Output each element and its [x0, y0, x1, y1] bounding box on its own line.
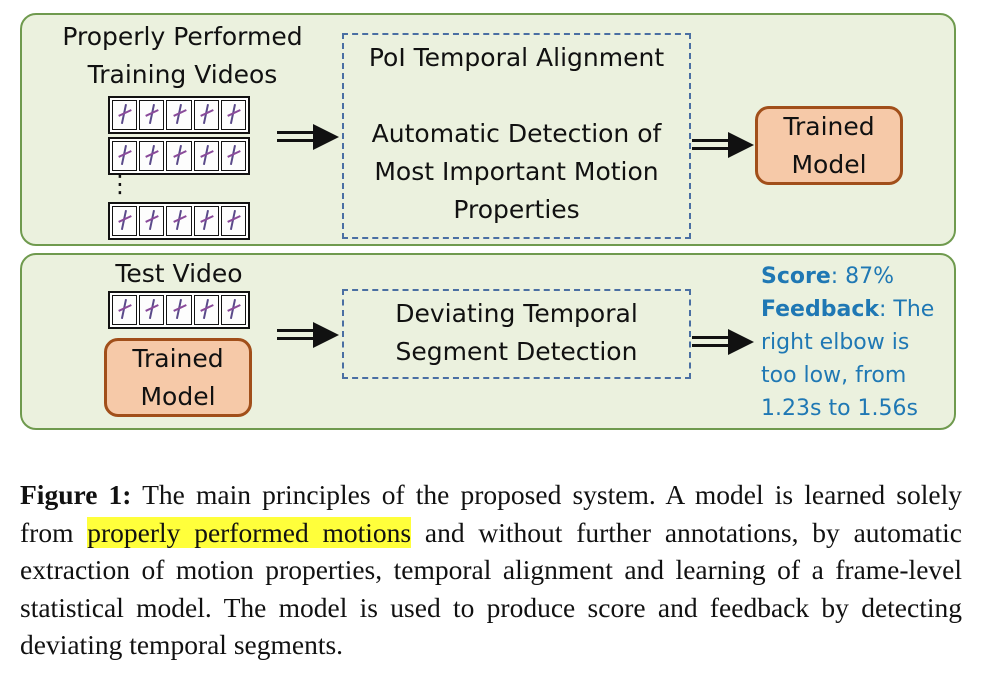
feedback-line2: right elbow is — [761, 330, 910, 355]
deviation-line1: Deviating Temporal — [395, 299, 638, 328]
arrow-right-icon — [277, 322, 339, 348]
score-label: Score — [761, 264, 831, 289]
score-value: : 87% — [830, 264, 895, 289]
detection-line1: Automatic Detection of — [371, 119, 662, 148]
detection-line2: Most Important Motion — [374, 157, 659, 186]
caption-label: Figure 1: — [20, 479, 132, 510]
arrow-right-icon — [277, 124, 339, 150]
caption-text-after: and without further annotations, by auto… — [20, 516, 962, 661]
video-strip — [108, 137, 250, 175]
alignment-process-box — [342, 33, 691, 239]
model-label-line1: Trained — [783, 111, 875, 141]
training-label-line2: Training Videos — [87, 60, 278, 89]
figure-caption: Figure 1: The main principles of the pro… — [20, 476, 962, 664]
caption-text-before: The main principles of the proposed syst… — [20, 479, 962, 548]
deviation-detection-box — [342, 289, 691, 379]
model-label-line2: Model — [791, 149, 867, 179]
model-label-line1: Trained — [132, 343, 224, 373]
trained-model-box: Trained Model — [755, 106, 903, 185]
test-video-label: Test Video — [115, 259, 243, 288]
arrow-right-icon — [692, 329, 754, 355]
alignment-title: PoI Temporal Alignment — [368, 43, 665, 72]
score-feedback-output: Score: 87% Feedback: The right elbow is … — [761, 260, 951, 425]
training-label-line1: Properly Performed — [62, 22, 303, 51]
video-strip — [108, 96, 250, 134]
feedback-line3: too low, from — [761, 363, 907, 388]
deviation-detection-text: Deviating Temporal Segment Detection — [342, 295, 691, 371]
video-strip — [108, 202, 250, 240]
model-label-line2: Model — [140, 381, 216, 411]
feedback-line4: 1.23s to 1.56s — [761, 396, 918, 421]
deviation-line2: Segment Detection — [395, 337, 638, 366]
feedback-label: Feedback — [761, 297, 879, 322]
alignment-process-text: PoI Temporal Alignment Automatic Detecti… — [342, 39, 691, 229]
training-videos-label: Properly Performed Training Videos — [50, 18, 315, 94]
ellipsis: ⋮ — [108, 170, 132, 198]
feedback-line1: : The — [879, 297, 935, 322]
caption-highlight: properly performed motions — [87, 516, 412, 548]
trained-model-box: Trained Model — [104, 338, 252, 417]
arrow-right-icon — [692, 132, 754, 158]
video-strip — [108, 291, 250, 329]
detection-line3: Properties — [453, 195, 580, 224]
